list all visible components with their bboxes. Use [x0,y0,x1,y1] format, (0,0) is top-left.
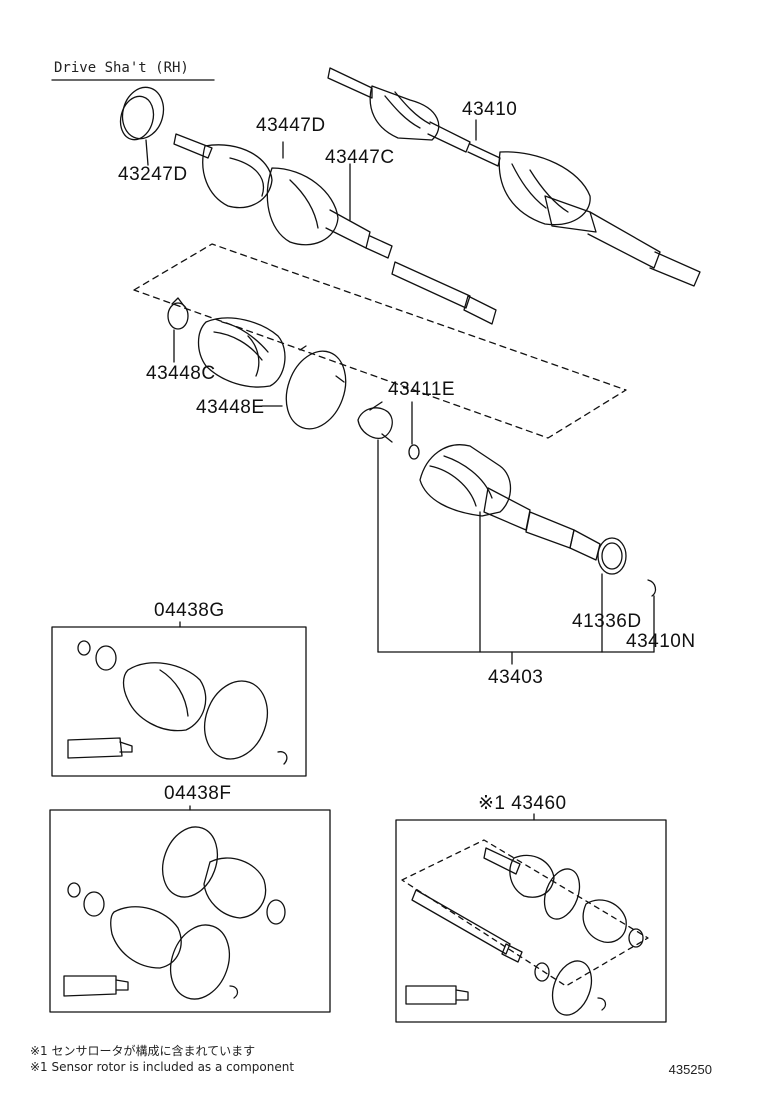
part-label-04438g[interactable]: 04438G [154,600,225,621]
part-label-41336d[interactable]: 41336D [572,611,642,632]
part-label-43410[interactable]: 43410 [462,99,518,120]
part-label-43460[interactable]: ※1 43460 [478,793,567,814]
ring-43247d-drawing [119,86,165,166]
figure-number: 435250 [668,1062,712,1077]
part-label-43447c[interactable]: 43447C [325,147,395,168]
leader-lines-43403 [377,439,655,665]
footnote-japanese: ※1 センサロータが構成に含まれています [30,1044,256,1058]
part-label-43448c[interactable]: 43448C [146,363,216,384]
kit-04438f-box [49,805,331,1013]
part-label-43403[interactable]: 43403 [488,667,544,688]
diagram-title: Drive Sha't (RH) [54,60,189,76]
part-label-43247d[interactable]: 43247D [118,164,188,185]
kit-43460-box [395,813,667,1023]
part-label-04438f[interactable]: 04438F [164,783,232,804]
shaft-43410-drawing [327,67,701,287]
boot-drawing [197,317,286,388]
kit-04438g-box [51,621,307,777]
part-label-43411e[interactable]: 43411E [388,379,456,400]
boot-kit-dashed-outline [133,243,627,439]
part-label-43448e[interactable]: 43448E [196,397,265,418]
part-label-43410n[interactable]: 43410N [626,631,696,652]
inner-joint-housing-drawing [419,444,657,597]
band-43448e-drawing [261,345,347,430]
tripod-joint-drawing [357,401,420,460]
part-label-43447d[interactable]: 43447D [256,115,326,136]
clamp-43448c-drawing [167,297,189,363]
outer-joint-drawing [173,133,497,325]
footnote-english: ※1 Sensor rotor is included as a compone… [30,1060,295,1074]
